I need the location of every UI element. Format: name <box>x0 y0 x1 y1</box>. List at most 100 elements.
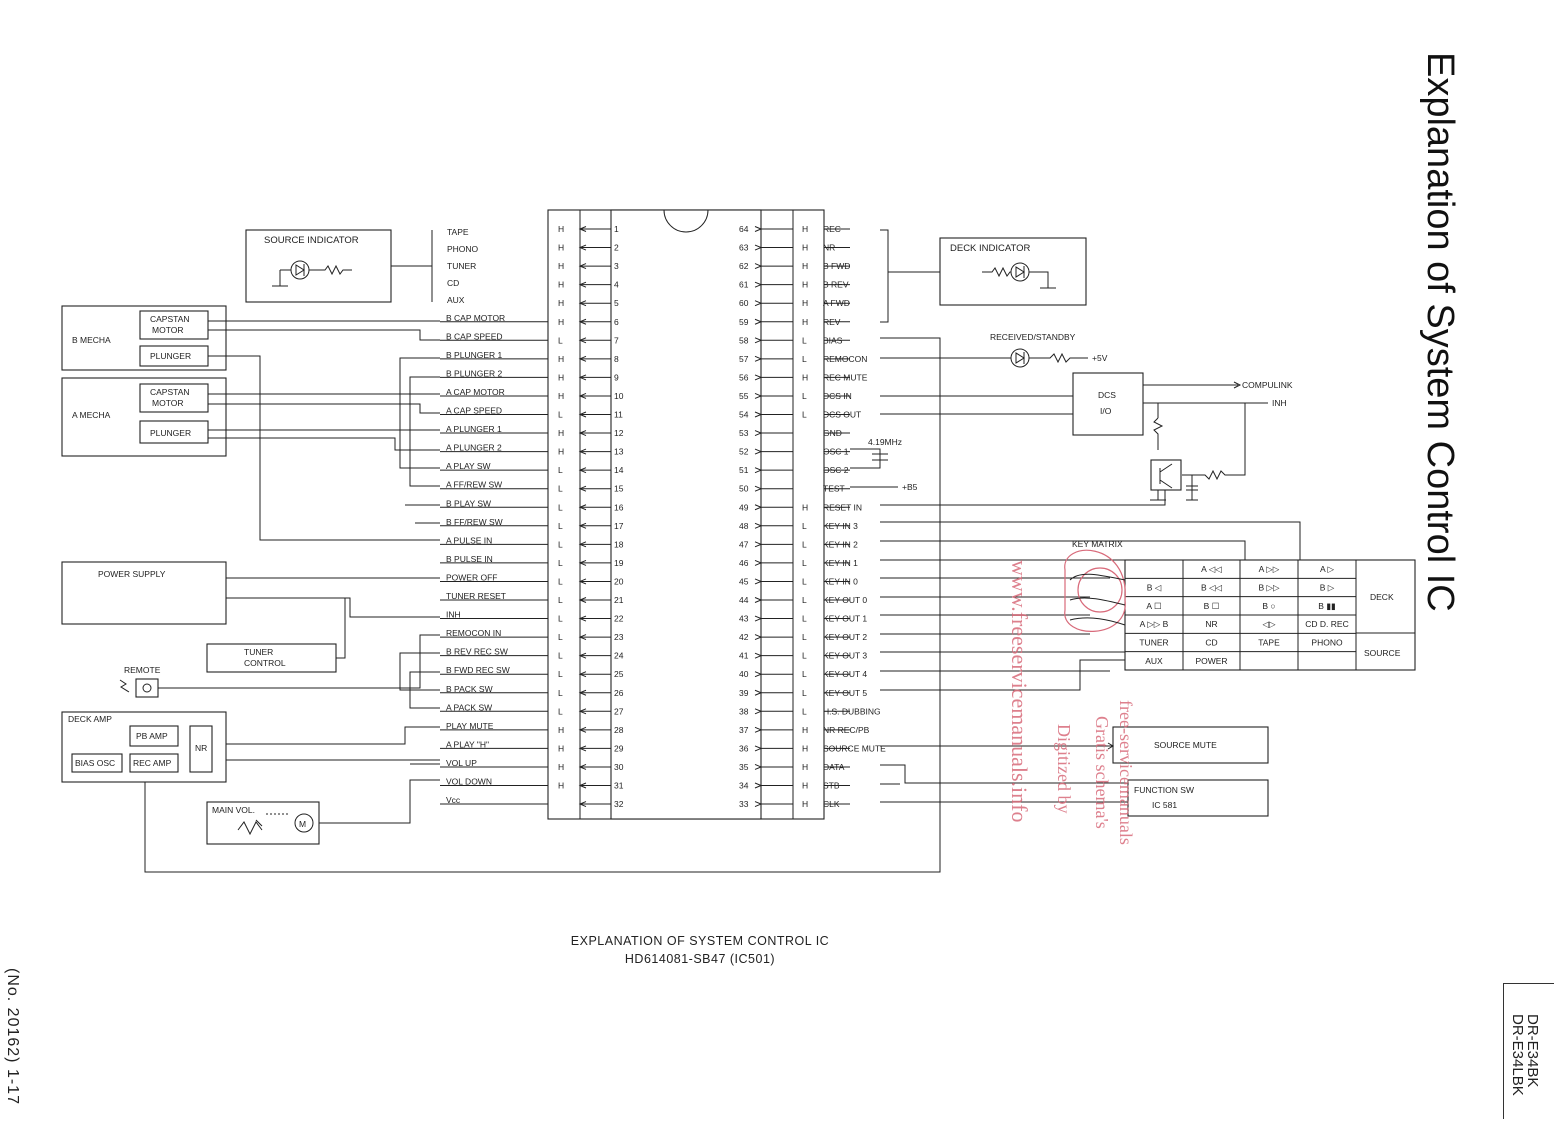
model-number: DR-E34BK DR-E34LBK <box>1503 983 1554 1119</box>
key-matrix-cell: B ◁◁ <box>1201 583 1223 593</box>
left-pin-number: 5 <box>614 298 619 308</box>
key-matrix-cell: B ▮▮ <box>1318 601 1336 611</box>
right-signal-label: KEY OUT 3 <box>823 651 867 661</box>
key-matrix-cell: B ◁ <box>1147 583 1162 593</box>
left-signal-label: REMOCON IN <box>446 628 501 638</box>
left-pin-number: 23 <box>614 632 624 642</box>
page-title: Explanation of System Control IC <box>1419 52 1461 612</box>
right-signal-label: REC <box>823 224 841 234</box>
pin-arrow <box>578 763 587 770</box>
left-pin-number: 25 <box>614 669 624 679</box>
svg-text:I/O: I/O <box>1100 406 1112 416</box>
left-signal-label: B PLUNGER 1 <box>446 350 502 360</box>
left-signal-label: A PULSE IN <box>446 535 492 545</box>
pin-arrow <box>578 411 587 418</box>
pin-arrow <box>578 392 587 399</box>
left-signal-label: A PACK SW <box>446 702 492 712</box>
svg-text:MOTOR: MOTOR <box>152 398 183 408</box>
pin-arrow <box>754 801 763 808</box>
right-pin-level: L <box>802 706 807 716</box>
function-sw-block: FUNCTION SW IC 581 <box>880 764 1269 817</box>
right-pin-level: L <box>802 576 807 586</box>
key-matrix-cell: A ◁◁ <box>1201 564 1222 574</box>
right-pin-level: H <box>802 762 808 772</box>
left-pin-level: L <box>558 706 563 716</box>
pin-arrow <box>578 541 587 548</box>
svg-text:TAPE: TAPE <box>447 227 469 237</box>
main-vol-block: MAIN VOL. M <box>206 801 320 845</box>
right-pin-number: 35 <box>739 762 749 772</box>
svg-text:TUNER: TUNER <box>244 647 273 657</box>
left-pin-number: 9 <box>614 372 619 382</box>
right-pin-number: 50 <box>739 484 749 494</box>
right-pin-number: 37 <box>739 725 749 735</box>
pin-arrow <box>578 430 587 437</box>
pin-arrow <box>754 708 763 715</box>
svg-text:MAIN VOL.: MAIN VOL. <box>212 805 255 815</box>
pin-arrow <box>578 337 587 344</box>
pin-arrow <box>578 782 587 789</box>
right-pin-number: 49 <box>739 502 749 512</box>
left-pin-level: H <box>558 391 564 401</box>
right-pin-level: L <box>802 539 807 549</box>
key-matrix-cell: TAPE <box>1258 638 1280 648</box>
right-pin-level: H <box>802 799 808 809</box>
right-signal-label: REV <box>823 317 841 327</box>
pin-arrow <box>578 708 587 715</box>
right-pin-number: 51 <box>739 465 749 475</box>
left-signal-label: B FF/REW SW <box>446 517 503 527</box>
remote-block: REMOTE <box>119 665 161 698</box>
left-pin-level: L <box>558 502 563 512</box>
right-signal-label: SOURCE MUTE <box>823 743 886 753</box>
left-pin-level: L <box>558 688 563 698</box>
left-pin-level: H <box>558 781 564 791</box>
diagram-caption: EXPLANATION OF SYSTEM CONTROL IC HD61408… <box>500 932 900 968</box>
key-matrix-cell: POWER <box>1195 656 1227 666</box>
left-pin-level: L <box>558 521 563 531</box>
left-pin-level: H <box>558 280 564 290</box>
tuner-control-block: TUNER CONTROL <box>206 643 337 673</box>
page-number: (No. 20162) 1-17 <box>4 968 21 1105</box>
right-signal-label: REMOCON <box>823 354 867 364</box>
right-pin-level: H <box>802 743 808 753</box>
pin-arrow <box>754 374 763 381</box>
left-signal-label: POWER OFF <box>446 572 497 582</box>
svg-text:+B5: +B5 <box>902 482 918 492</box>
right-signal-label: KEY OUT 1 <box>823 614 867 624</box>
pin-arrow <box>754 597 763 603</box>
key-matrix-cell: A ☐ <box>1146 601 1162 611</box>
svg-text:REMOTE: REMOTE <box>124 665 161 675</box>
caption-line-2: HD614081-SB47 (IC501) <box>624 952 776 966</box>
right-signal-label: KEY OUT 0 <box>823 595 867 605</box>
left-signal-label: B PULSE IN <box>446 554 493 564</box>
source-outputs: TAPE PHONO TUNER CD AUX <box>447 227 479 305</box>
right-pin-level: H <box>802 224 808 234</box>
pin-arrow <box>754 782 763 789</box>
pin-arrow <box>578 745 587 752</box>
pin-arrow <box>578 318 587 325</box>
left-pin-level: L <box>558 335 563 345</box>
svg-text:SOURCE: SOURCE <box>1364 648 1401 658</box>
right-pin-level: L <box>802 688 807 698</box>
svg-text:INH: INH <box>1272 398 1287 408</box>
right-signal-label: RESET IN <box>823 502 862 512</box>
left-pin-level: H <box>558 743 564 753</box>
right-pin-level: H <box>802 280 808 290</box>
left-pin-level: L <box>558 558 563 568</box>
pin-arrow <box>578 226 587 232</box>
right-signal-label: KEY OUT 5 <box>823 688 867 698</box>
ic-body <box>547 209 825 820</box>
left-pin-number: 18 <box>614 539 624 549</box>
right-pin-number: 36 <box>739 743 749 753</box>
pin-arrow <box>578 485 587 492</box>
svg-text:B MECHA: B MECHA <box>72 335 111 345</box>
pin-arrow <box>754 689 763 696</box>
pin-arrow <box>754 318 763 325</box>
watermarks: www.freeservicemanuals.info free-service… <box>1007 560 1136 845</box>
right-pin-number: 46 <box>739 558 749 568</box>
right-pin-level: L <box>802 558 807 568</box>
pin-arrow <box>578 467 587 474</box>
left-signal-label: A FF/REW SW <box>446 480 502 490</box>
right-pin-number: 61 <box>739 280 749 290</box>
left-signal-label: A PLAY SW <box>446 461 491 471</box>
